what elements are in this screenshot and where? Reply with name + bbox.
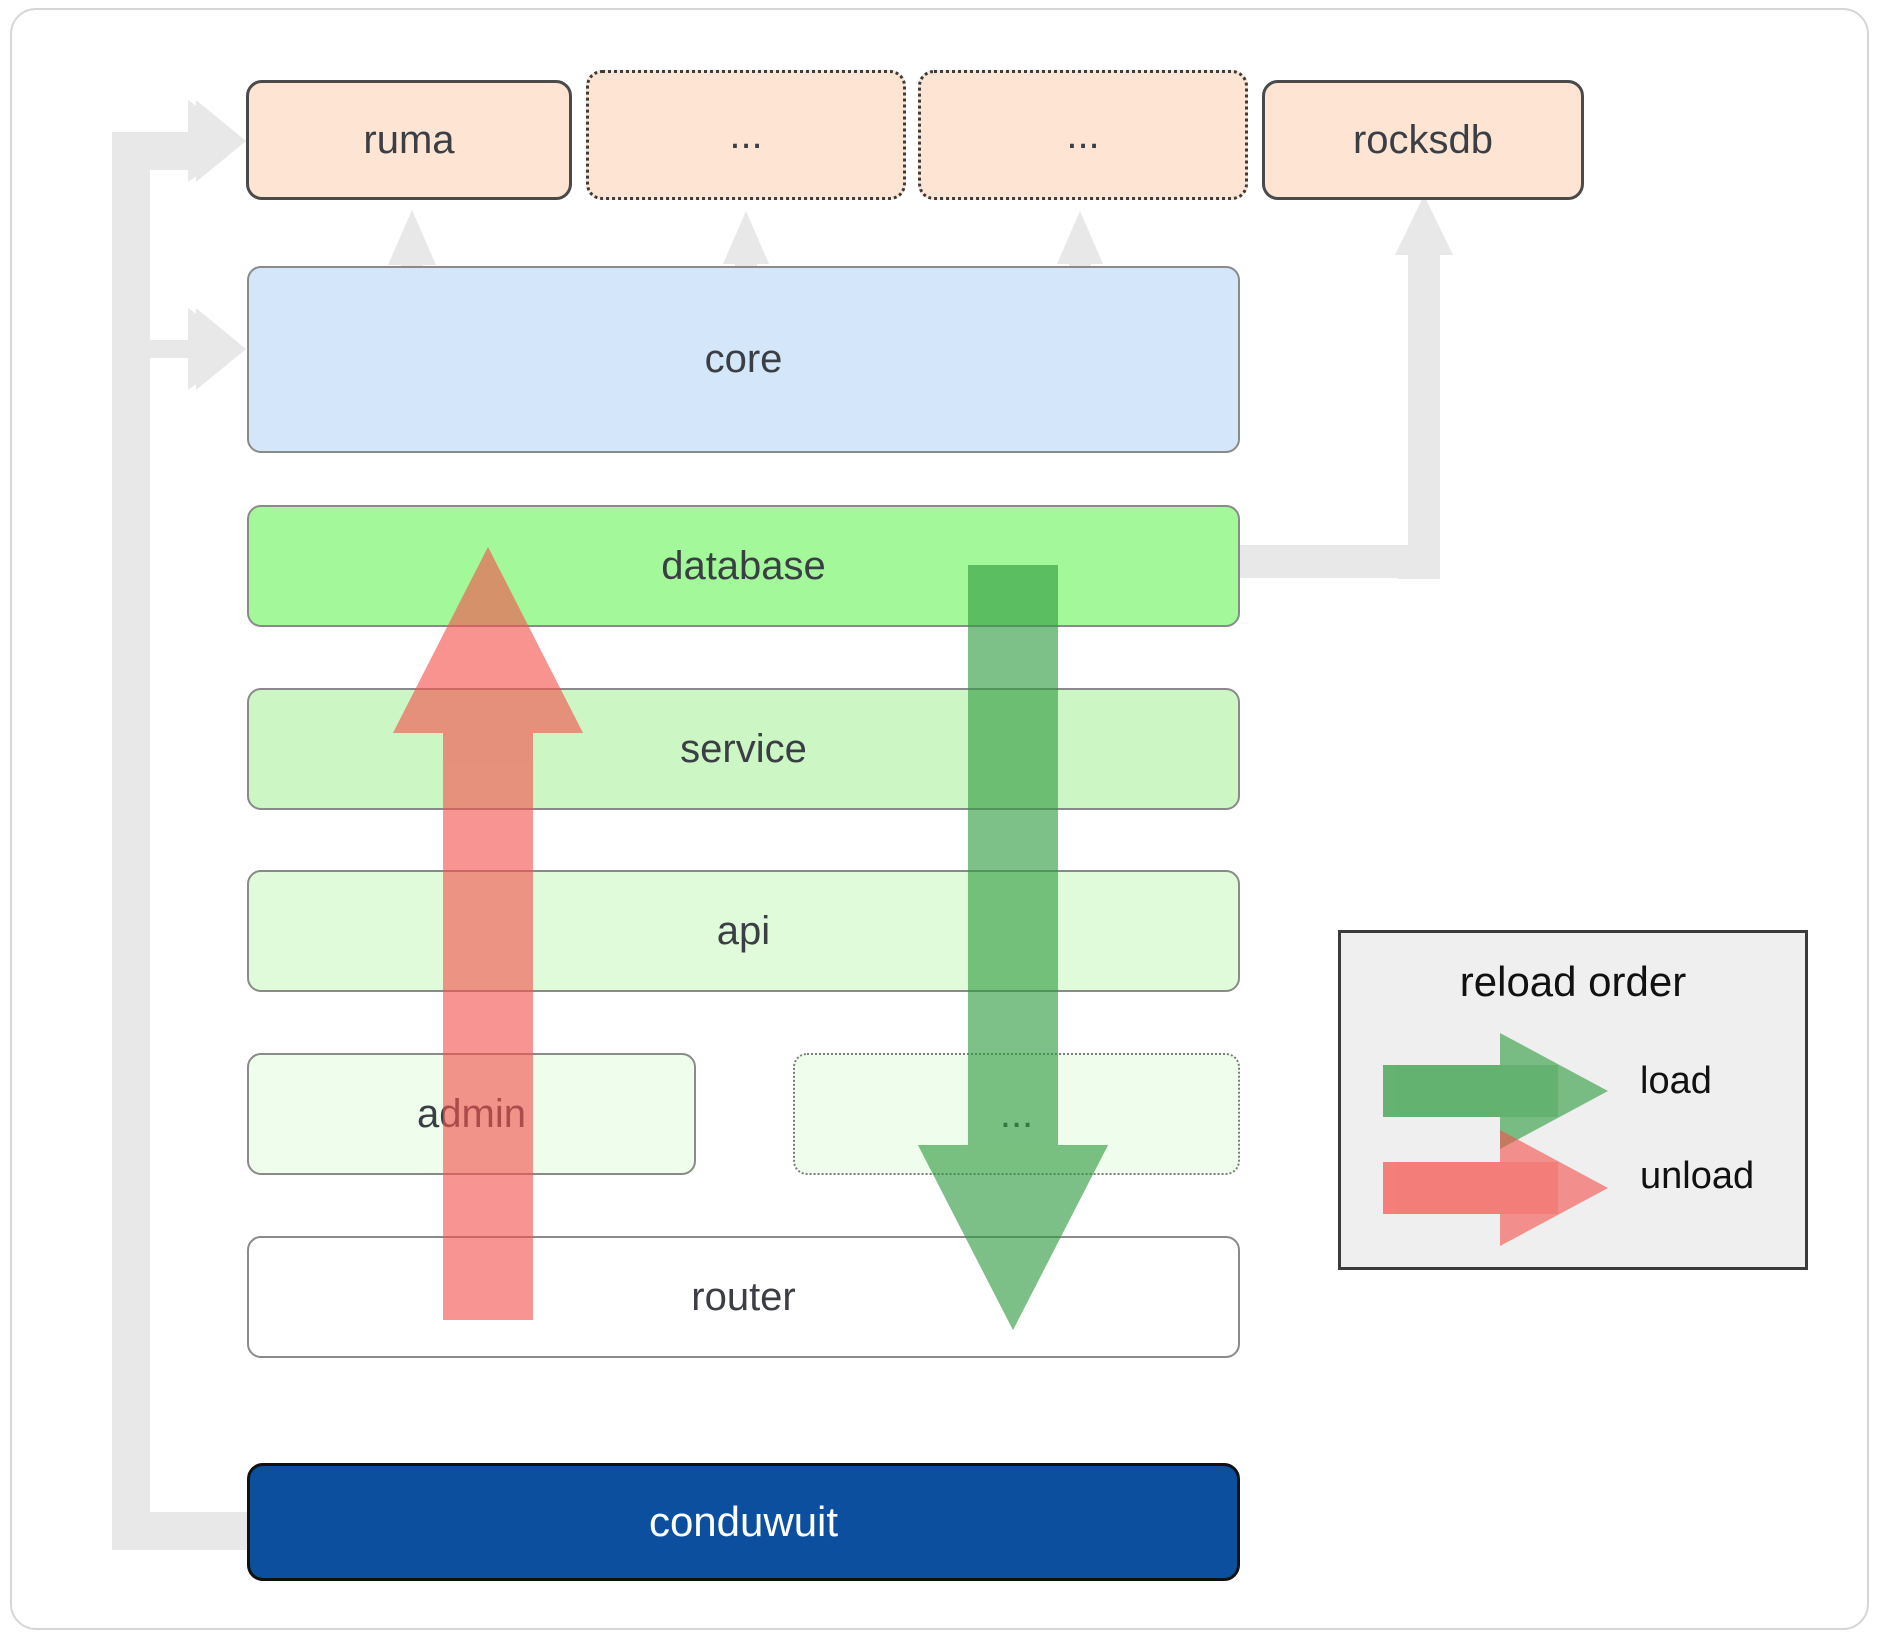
node-top-ellipsis-2-label: ...: [1066, 112, 1100, 157]
node-router-label: router: [691, 1274, 796, 1319]
node-stack-ellipsis[interactable]: ...: [793, 1053, 1240, 1175]
node-top-ellipsis-1-label: ...: [729, 112, 763, 157]
node-rocksdb[interactable]: rocksdb: [1262, 80, 1584, 200]
node-service[interactable]: service: [247, 688, 1240, 810]
node-ruma[interactable]: ruma: [246, 80, 572, 200]
node-core[interactable]: core: [247, 266, 1240, 453]
legend-unload-label: unload: [1640, 1155, 1755, 1197]
node-database[interactable]: database: [247, 505, 1240, 627]
node-service-label: service: [680, 726, 807, 771]
node-ruma-label: ruma: [363, 117, 455, 162]
node-core-label: core: [704, 337, 783, 381]
node-admin-label: admin: [417, 1091, 526, 1136]
node-conduwuit[interactable]: conduwuit: [247, 1463, 1240, 1581]
legend-title: reload order: [1459, 958, 1687, 1005]
node-rocksdb-label: rocksdb: [1352, 117, 1494, 162]
node-admin[interactable]: admin: [247, 1053, 696, 1175]
node-router[interactable]: router: [247, 1236, 1240, 1358]
node-stack-ellipsis-label: ...: [999, 1091, 1034, 1136]
node-conduwuit-label: conduwuit: [648, 1498, 839, 1545]
legend-load-label: load: [1640, 1060, 1712, 1102]
node-api-label: api: [716, 908, 771, 953]
node-api[interactable]: api: [247, 870, 1240, 992]
node-top-ellipsis-1[interactable]: ...: [586, 70, 906, 200]
diagram-frame: [10, 8, 1869, 1630]
node-top-ellipsis-2[interactable]: ...: [918, 70, 1248, 200]
node-database-label: database: [661, 543, 826, 588]
